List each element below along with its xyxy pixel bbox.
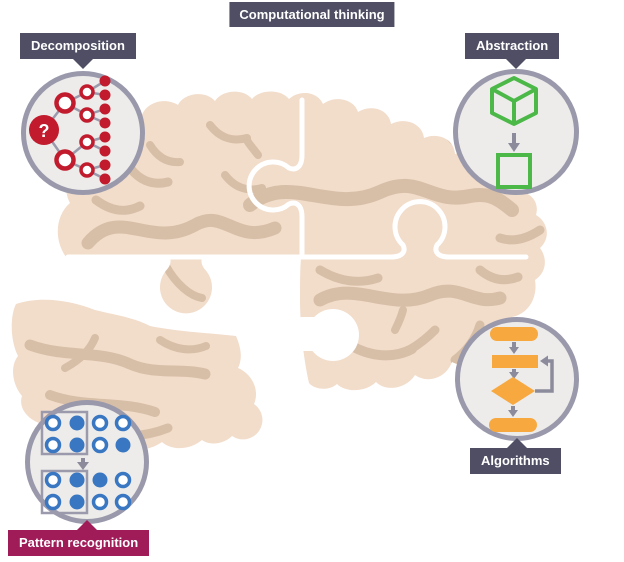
flowchart-terminator-start xyxy=(490,327,538,341)
down-arrow-icon xyxy=(509,342,519,354)
flowchart-icon xyxy=(489,327,554,432)
tree-level-2-nodes xyxy=(54,92,76,171)
flowchart-loop-arrow xyxy=(535,355,554,393)
label-pointer xyxy=(73,59,93,69)
page-title-text: Computational thinking xyxy=(239,7,385,22)
down-arrow-icon xyxy=(509,369,519,379)
label-pointer xyxy=(507,438,527,448)
dot-grid-top xyxy=(44,414,132,454)
down-arrow-icon xyxy=(77,458,89,470)
flowchart-decision-diamond xyxy=(491,377,535,405)
label-pointer xyxy=(77,520,97,530)
down-arrow-icon xyxy=(508,406,518,417)
dot-grid-pattern-icon xyxy=(40,410,132,515)
puzzle-socket xyxy=(307,309,359,361)
concept-circle-abstraction xyxy=(453,69,579,195)
label-pointer xyxy=(506,59,526,69)
question-mark: ? xyxy=(39,121,50,141)
cube-3d-icon xyxy=(490,76,538,126)
cube-to-square-icon xyxy=(490,76,538,189)
down-arrow-icon xyxy=(508,133,520,152)
label-pattern-recognition-text: Pattern recognition xyxy=(19,535,139,550)
pattern-highlight-box-bottom xyxy=(40,469,89,515)
concept-circle-decomposition: ? xyxy=(21,71,145,195)
tree-root-node xyxy=(29,115,59,145)
label-abstraction-text: Abstraction xyxy=(476,38,549,53)
square-2d-icon xyxy=(496,153,532,189)
label-algorithms: Algorithms xyxy=(470,438,561,474)
label-decomposition: Decomposition xyxy=(20,33,136,69)
label-decomposition-text: Decomposition xyxy=(31,38,125,53)
label-pattern-recognition: Pattern recognition xyxy=(8,520,150,556)
puzzle-cut-horizontal xyxy=(65,199,529,260)
tree-level-3-nodes xyxy=(79,84,95,178)
tree-level-4-dots xyxy=(99,75,111,185)
dot-grid-bottom xyxy=(44,471,132,511)
concept-circle-pattern-recognition xyxy=(25,400,149,524)
label-algorithms-text: Algorithms xyxy=(481,453,550,468)
flowchart-process-box xyxy=(492,355,538,368)
pattern-highlight-box-top xyxy=(40,410,89,456)
puzzle-cut-vertical xyxy=(246,97,305,260)
page-title: Computational thinking xyxy=(229,2,395,27)
tree-edges xyxy=(42,79,106,181)
concept-circle-algorithms xyxy=(455,317,579,441)
label-abstraction: Abstraction xyxy=(465,33,560,69)
tree-diagram-icon: ? xyxy=(29,75,111,185)
flowchart-terminator-end xyxy=(489,418,537,432)
